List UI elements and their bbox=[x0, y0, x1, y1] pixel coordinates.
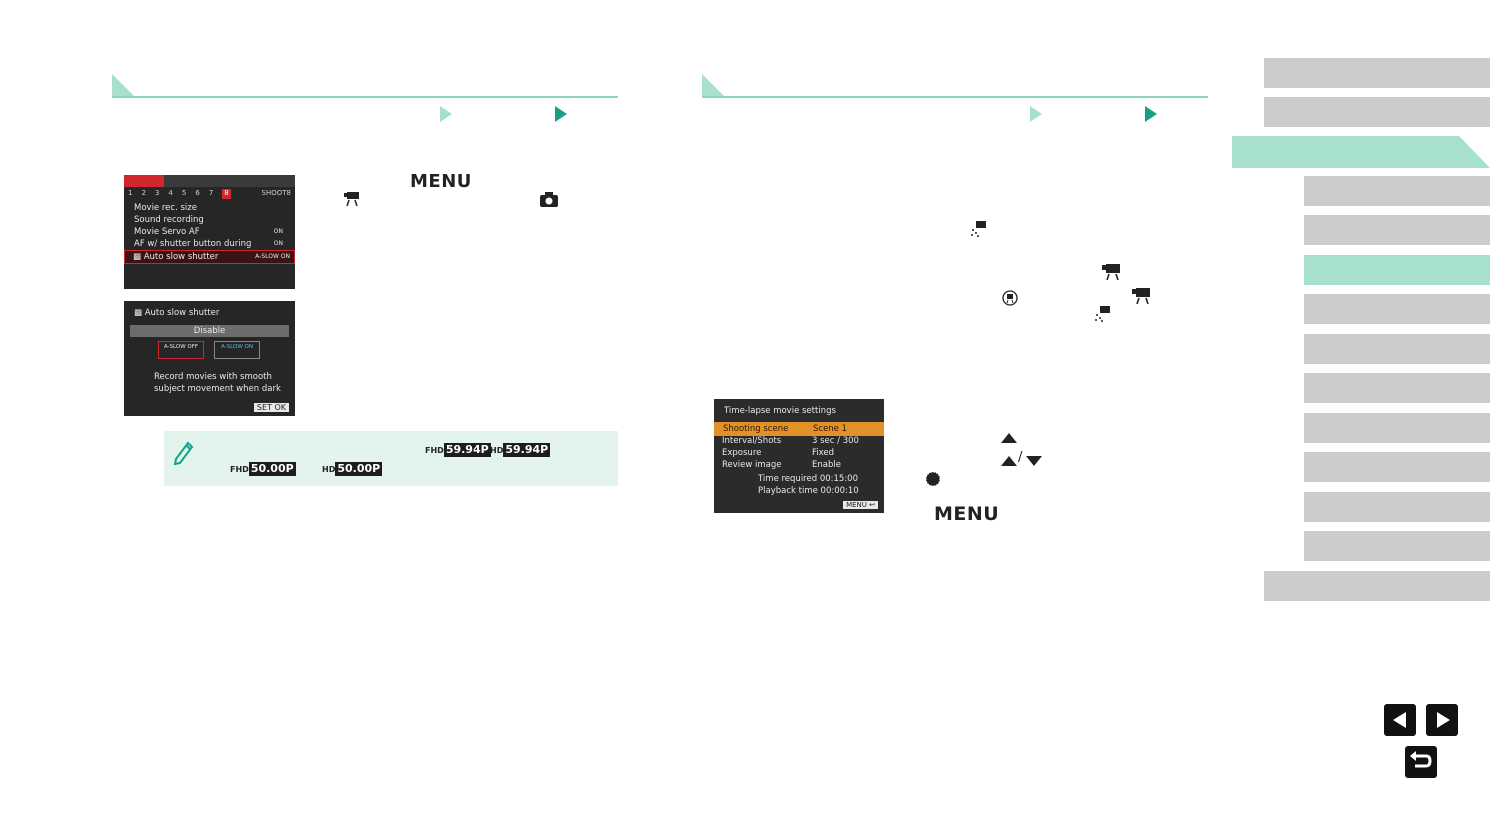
sidebar-subitem-9[interactable] bbox=[1304, 492, 1490, 522]
menu-row-selected: ▩ Auto slow shutter A-SLOW ON bbox=[124, 250, 295, 264]
shooting-tab-icon bbox=[124, 175, 164, 187]
next-page-button[interactable] bbox=[1426, 704, 1458, 736]
sidebar-subitem-5[interactable] bbox=[1304, 334, 1490, 364]
return-arrow-icon bbox=[1410, 751, 1432, 768]
menu-row: Sound recording bbox=[134, 215, 204, 225]
movie-camera-icon bbox=[1132, 288, 1154, 307]
mode-dial-icon bbox=[1002, 290, 1018, 309]
movie-camera-icon bbox=[1102, 264, 1124, 283]
menu-button-icon: MENU bbox=[410, 171, 472, 192]
menu-row: Movie Servo AF ON bbox=[134, 227, 283, 237]
still-images-indicator-icon bbox=[1030, 106, 1042, 122]
movie-camera-icon bbox=[344, 192, 362, 209]
left-section-header bbox=[112, 74, 618, 98]
section-marker-icon bbox=[112, 74, 134, 96]
return-button[interactable] bbox=[1405, 746, 1437, 778]
menu-row: Movie rec. size bbox=[134, 203, 197, 213]
up-arrow-icon bbox=[1001, 430, 1017, 446]
menu-button-icon: MENU bbox=[934, 503, 1000, 525]
menu-row: Interval/Shots 3 sec / 300 bbox=[722, 436, 859, 446]
sidebar-subitem-1[interactable] bbox=[1304, 176, 1490, 206]
sidebar-subitem-4[interactable] bbox=[1304, 294, 1490, 324]
menu-row: Exposure Fixed bbox=[722, 448, 835, 458]
auto-slow-shutter-screenshot: ▩ Auto slow shutter Disable A-SLOW OFF A… bbox=[124, 301, 295, 416]
still-camera-icon bbox=[539, 192, 559, 211]
screen-title: Time-lapse movie settings bbox=[724, 406, 836, 416]
sidebar-subitem-2[interactable] bbox=[1304, 215, 1490, 245]
menu-page-numbers: 1 2 3 4 5 6 7 8 SHOOT8 bbox=[128, 189, 291, 199]
right-section-header bbox=[702, 74, 1208, 98]
up-arrow-icon bbox=[1001, 453, 1017, 469]
movies-indicator-icon bbox=[1145, 106, 1157, 122]
movie-camera-icon: ▩ bbox=[134, 308, 143, 318]
menu-row: AF w/ shutter button during ON bbox=[134, 239, 283, 249]
option-slow-off: A-SLOW OFF bbox=[158, 341, 204, 359]
down-arrow-icon bbox=[1026, 453, 1042, 469]
sidebar-subitem-3-active[interactable] bbox=[1304, 255, 1490, 285]
sidebar-subitem-8[interactable] bbox=[1304, 452, 1490, 482]
previous-page-button[interactable] bbox=[1384, 704, 1416, 736]
sidebar-subitem-7[interactable] bbox=[1304, 413, 1490, 443]
option-bar: Disable bbox=[130, 325, 289, 337]
screen-title: ▩ Auto slow shutter bbox=[134, 308, 220, 318]
time-required: Time required 00:15:00 bbox=[758, 474, 858, 484]
sidebar-button-1[interactable] bbox=[1264, 58, 1490, 88]
playback-time: Playback time 00:00:10 bbox=[758, 486, 859, 496]
menu-row-selected: Shooting scene Scene 1 bbox=[714, 422, 884, 436]
sidebar-subitem-6[interactable] bbox=[1304, 373, 1490, 403]
section-marker-icon bbox=[702, 74, 724, 96]
right-arrow-icon bbox=[1437, 712, 1450, 728]
menu-row: Review image Enable bbox=[722, 460, 841, 470]
set-ok-button: SET OK bbox=[253, 403, 289, 412]
left-arrow-icon bbox=[1393, 712, 1406, 728]
control-dial-icon bbox=[925, 471, 941, 490]
movie-camera-icon: ▩ bbox=[133, 252, 142, 262]
sidebar-active-tab[interactable] bbox=[1232, 136, 1490, 168]
option-slow-on: A-SLOW ON bbox=[214, 341, 260, 359]
pencil-note-icon bbox=[172, 439, 194, 468]
time-lapse-movie-icon bbox=[1094, 306, 1112, 325]
sidebar-button-2[interactable] bbox=[1264, 97, 1490, 127]
still-images-indicator-icon bbox=[440, 106, 452, 122]
slash-separator: / bbox=[1018, 450, 1023, 465]
menu-back-button: MENU ↩ bbox=[843, 501, 878, 509]
camera-menu-screenshot: 1 2 3 4 5 6 7 8 SHOOT8 Movie rec. size S… bbox=[124, 175, 295, 289]
sidebar-subitem-10[interactable] bbox=[1304, 531, 1490, 561]
movies-indicator-icon bbox=[555, 106, 567, 122]
option-description: Record movies with smooth subject moveme… bbox=[154, 372, 281, 394]
sidebar-button-bottom[interactable] bbox=[1264, 571, 1490, 601]
time-lapse-settings-screenshot: Time-lapse movie settings Shooting scene… bbox=[714, 399, 884, 513]
time-lapse-movie-icon bbox=[970, 221, 988, 240]
